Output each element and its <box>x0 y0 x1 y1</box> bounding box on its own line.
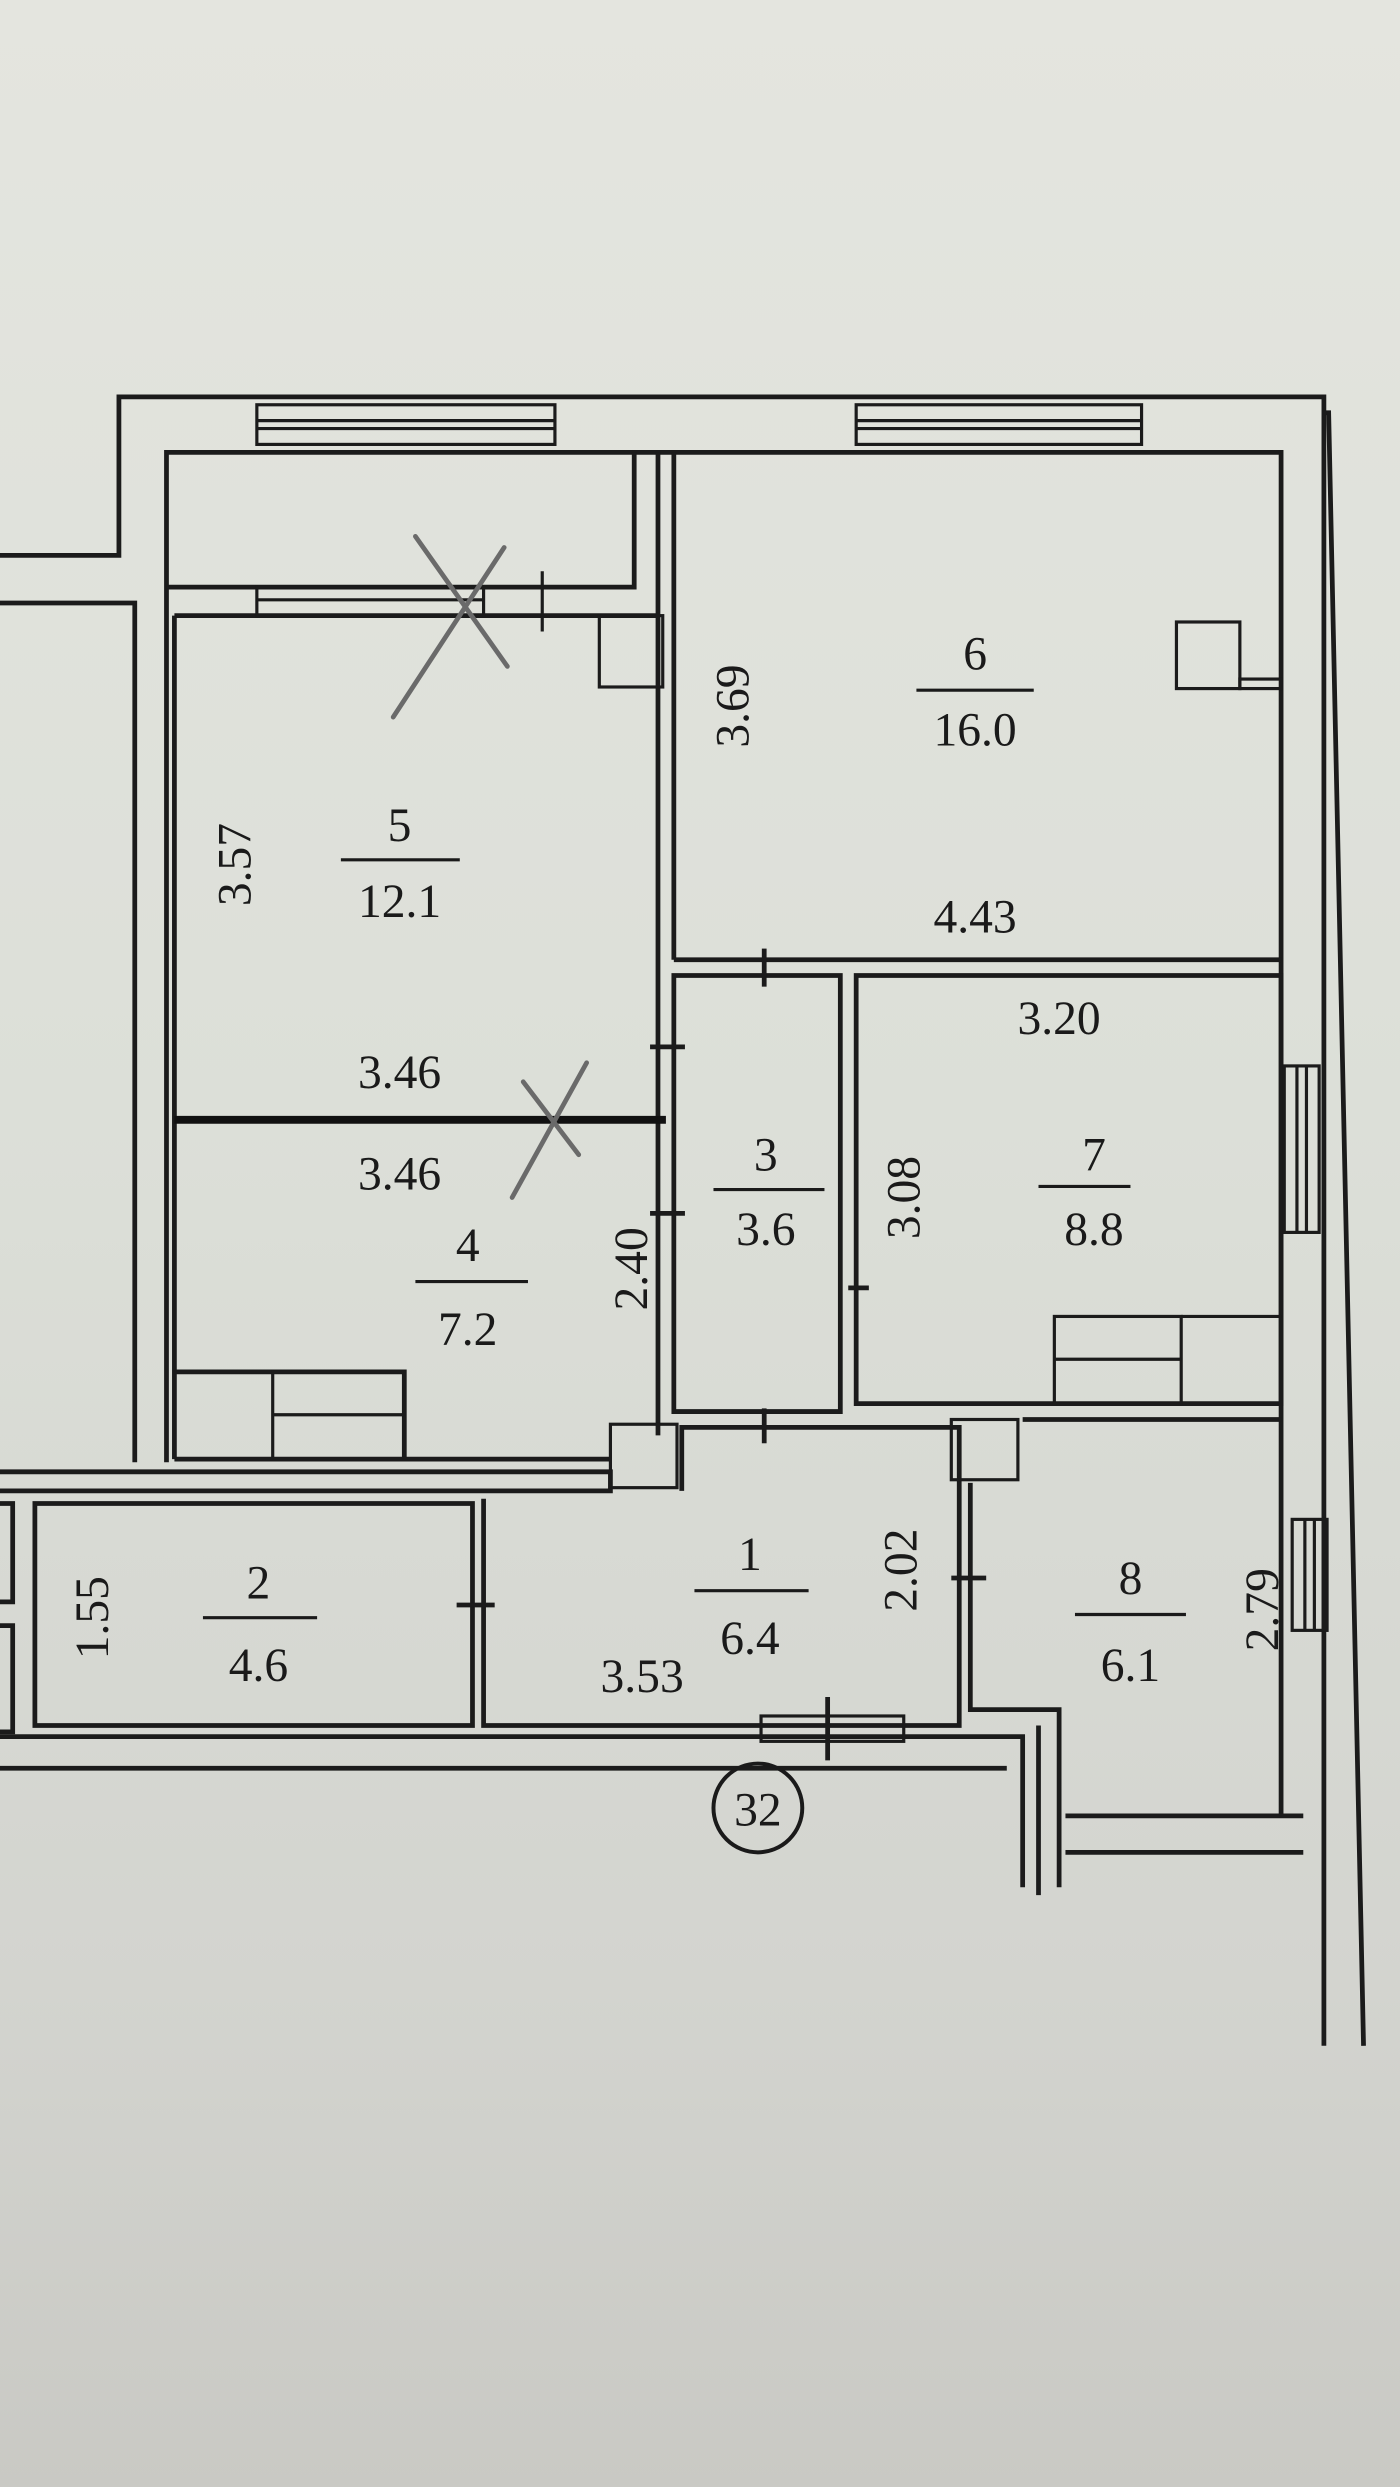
svg-text:2.40: 2.40 <box>606 1227 658 1310</box>
svg-text:3.20: 3.20 <box>1018 993 1101 1045</box>
room-labels: 512.1 616.0 33.6 78.8 47.2 16.4 24.6 86.… <box>202 629 1186 1692</box>
svg-text:3.08: 3.08 <box>879 1156 931 1239</box>
room-8-label: 86.1 <box>1074 1553 1186 1692</box>
svg-text:1: 1 <box>738 1529 762 1581</box>
svg-text:8: 8 <box>1119 1553 1143 1605</box>
room-6-label: 616.0 <box>916 629 1034 757</box>
svg-text:3: 3 <box>754 1130 778 1182</box>
svg-text:3.46: 3.46 <box>358 1047 441 1099</box>
svg-text:2.79: 2.79 <box>1237 1568 1289 1651</box>
svg-text:2.02: 2.02 <box>875 1529 927 1612</box>
svg-text:6.4: 6.4 <box>720 1613 780 1665</box>
svg-text:32: 32 <box>734 1784 782 1836</box>
svg-text:3.53: 3.53 <box>601 1651 684 1703</box>
svg-text:2: 2 <box>247 1558 271 1610</box>
svg-text:7: 7 <box>1082 1130 1106 1182</box>
room-2-label: 24.6 <box>202 1558 318 1692</box>
svg-text:3.57: 3.57 <box>210 823 262 906</box>
svg-text:4.6: 4.6 <box>229 1640 288 1692</box>
walls <box>0 394 1366 2046</box>
svg-text:6.1: 6.1 <box>1101 1640 1160 1692</box>
svg-text:4.43: 4.43 <box>933 892 1016 944</box>
room-5-label: 512.1 <box>340 800 460 928</box>
window <box>255 403 557 446</box>
room-3-label: 33.6 <box>713 1130 825 1256</box>
apartment-number-badge: 32 <box>711 1761 805 1855</box>
window <box>854 403 1144 446</box>
dimension-labels: 3.57 3.46 3.46 2.40 3.69 4.43 3.20 3.08 … <box>67 664 1289 1703</box>
svg-text:6: 6 <box>963 629 987 681</box>
svg-text:3.69: 3.69 <box>707 664 759 747</box>
svg-text:12.1: 12.1 <box>358 876 441 928</box>
svg-text:4: 4 <box>456 1220 480 1272</box>
svg-text:16.0: 16.0 <box>933 705 1016 757</box>
svg-text:3.46: 3.46 <box>358 1149 441 1201</box>
svg-text:7.2: 7.2 <box>438 1304 497 1356</box>
svg-text:8.8: 8.8 <box>1064 1204 1123 1256</box>
svg-text:3.6: 3.6 <box>736 1204 795 1256</box>
svg-text:5: 5 <box>388 800 412 852</box>
pencil-marks <box>390 533 590 1200</box>
room-4-label: 47.2 <box>415 1220 528 1356</box>
svg-text:1.55: 1.55 <box>67 1576 119 1659</box>
room-1-label: 16.4 <box>694 1529 809 1665</box>
room-7-label: 78.8 <box>1038 1130 1131 1256</box>
